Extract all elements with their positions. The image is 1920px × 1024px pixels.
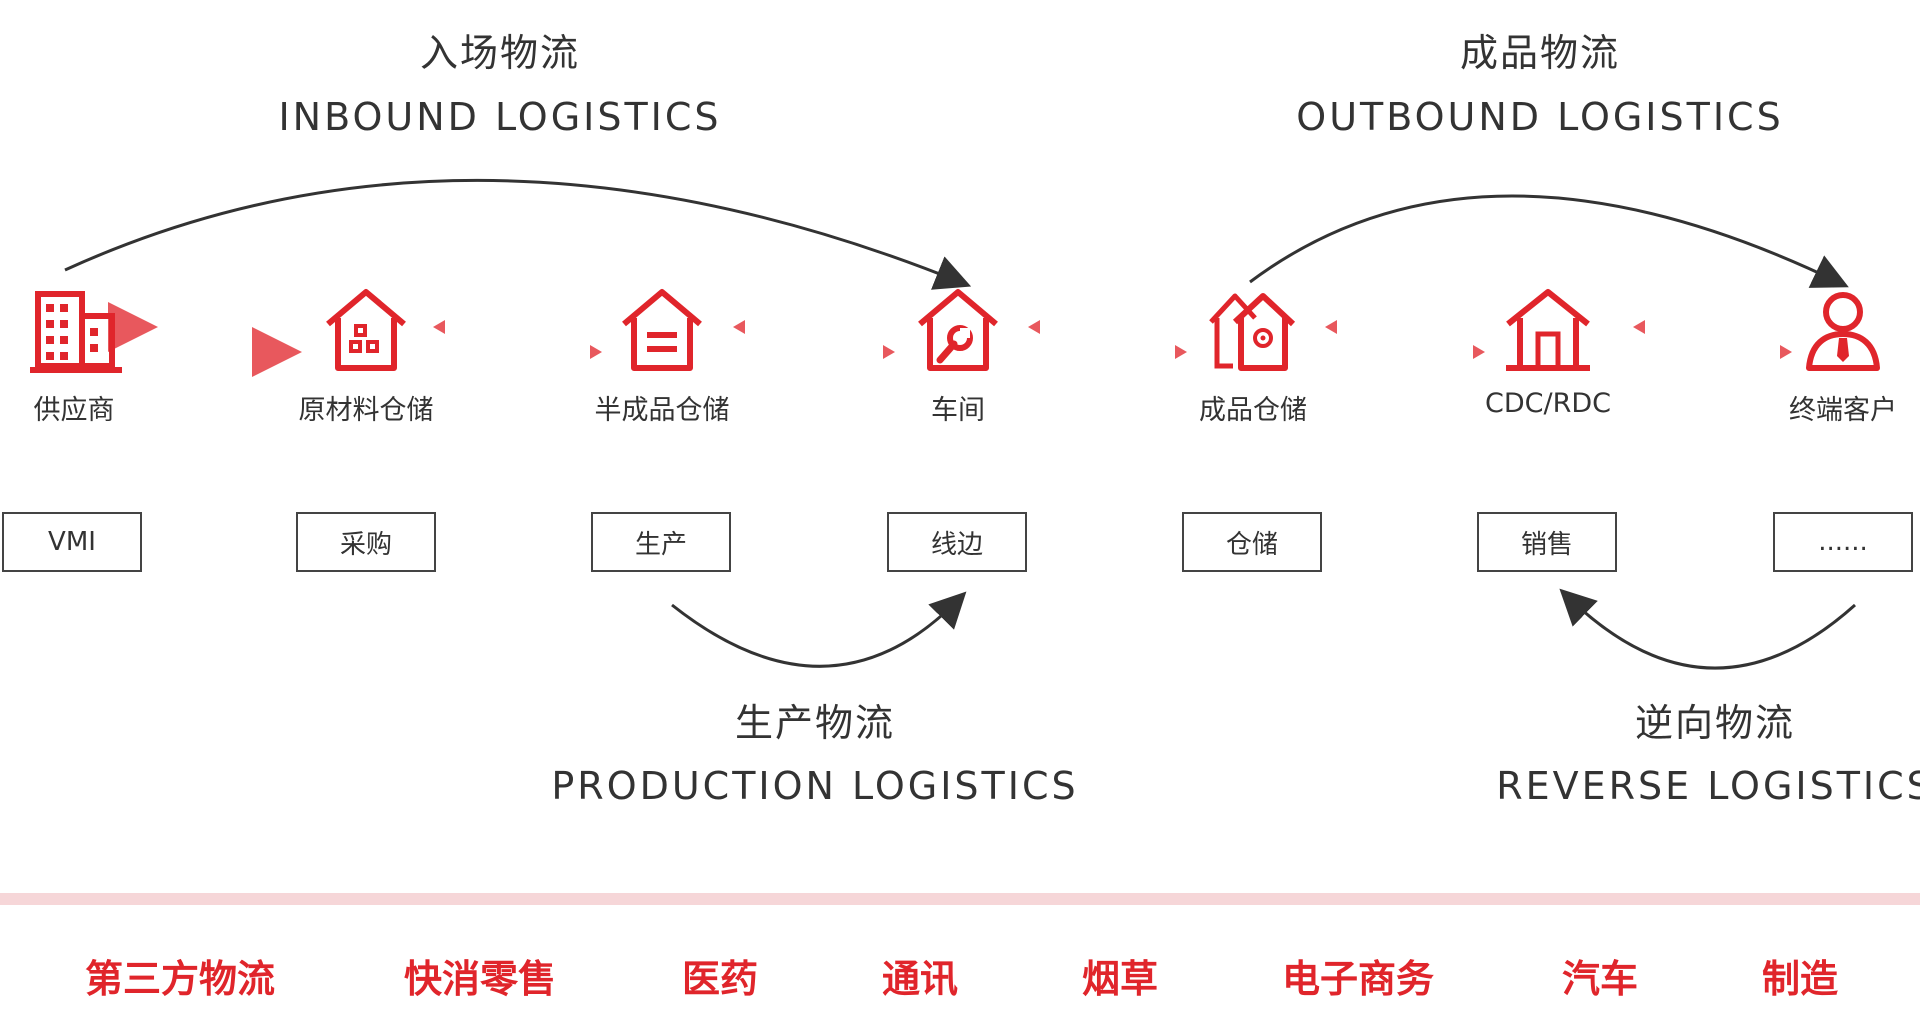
inbound-title-cn: 入场物流: [419, 31, 580, 75]
reverse-title-cn: 逆向物流: [1634, 701, 1795, 745]
industry-telecom: 通讯: [881, 957, 958, 1001]
node-label-cdc-rdc: CDC/RDC: [1485, 388, 1611, 419]
divider-bar: [0, 893, 1920, 905]
double-arrow-3: [733, 320, 895, 359]
node-label-supplier: 供应商: [33, 395, 115, 426]
box-warehousing: 仓储: [1182, 512, 1322, 572]
double-arrow-2: [433, 320, 602, 359]
node-label-raw-material: 原材料仓储: [298, 395, 434, 426]
box-procurement: 采购: [296, 512, 436, 572]
industry-ecommerce: 电子商务: [1281, 957, 1434, 1001]
production-title-en: PRODUCTION LOGISTICS: [551, 764, 1079, 808]
double-arrow-5: [1325, 320, 1485, 359]
industry-fmcg-retail: 快消零售: [403, 957, 556, 1001]
box-line-side: 线边: [887, 512, 1027, 572]
box-vmi: VMI: [2, 512, 142, 572]
outbound-title-cn: 成品物流: [1459, 31, 1620, 75]
node-label-end-customer: 终端客户: [1789, 395, 1897, 426]
industry-automotive: 汽车: [1561, 957, 1638, 1001]
industry-tobacco: 烟草: [1081, 957, 1158, 1001]
production-title-cn: 生产物流: [734, 701, 895, 745]
node-label-workshop: 车间: [931, 395, 985, 426]
reverse-arc-arrow: [1559, 588, 1857, 670]
node-label-semi-finished: 半成品仓储: [594, 395, 730, 426]
inbound-title-en: INBOUND LOGISTICS: [278, 95, 722, 139]
production-arc-arrow: [671, 591, 967, 668]
outbound-title-en: OUTBOUND LOGISTICS: [1296, 95, 1784, 139]
workshop-wrench-icon: [918, 289, 998, 371]
customer-icon: [1806, 292, 1880, 371]
box-production: 生产: [591, 512, 731, 572]
building-icon: [30, 291, 122, 373]
outbound-arc-arrow: [1249, 194, 1849, 288]
inbound-arc-arrow: [64, 178, 972, 290]
reverse-title-en: REVERSE LOGISTICS: [1496, 764, 1920, 808]
industry-3pl: 第三方物流: [84, 957, 275, 1001]
warehouse-boxes-icon: [326, 289, 406, 371]
double-arrow-4: [1028, 320, 1187, 359]
box-more: ......: [1773, 512, 1913, 572]
warehouse-list-icon: [622, 289, 702, 371]
industry-manufacturing: 制造: [1761, 957, 1838, 1001]
double-arrow-6: [1633, 320, 1792, 359]
warehouse-gear-icon: [1209, 293, 1296, 371]
double-arrow-1: [108, 302, 302, 377]
node-label-finished-goods: 成品仓储: [1199, 395, 1307, 426]
industry-pharma: 医药: [681, 957, 758, 1001]
distribution-center-icon: [1506, 289, 1590, 371]
box-sales: 销售: [1477, 512, 1617, 572]
